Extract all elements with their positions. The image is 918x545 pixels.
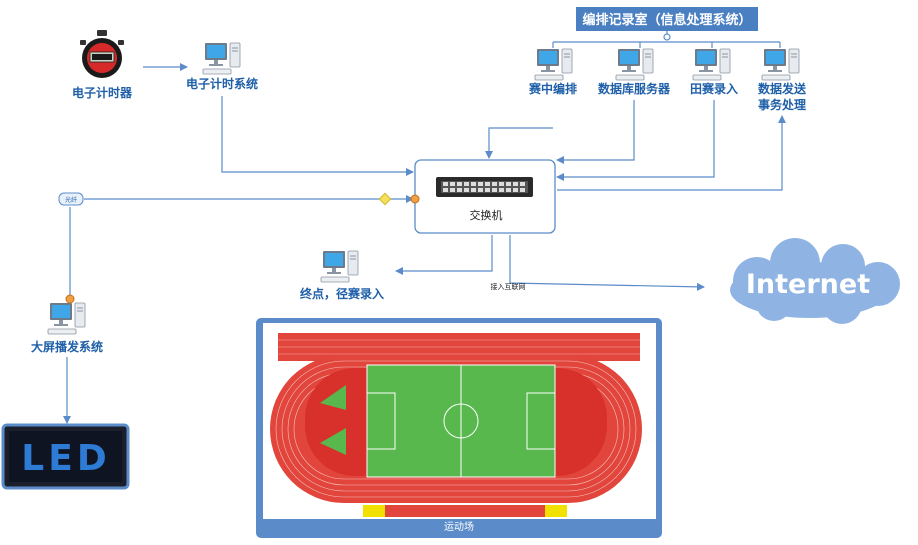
switch-to-datasend bbox=[557, 115, 786, 191]
cloud-icon bbox=[730, 238, 900, 324]
label-led: LED bbox=[21, 438, 110, 479]
label-timing-system: 电子计时系统 bbox=[186, 76, 258, 91]
label-display-system: 大屏播发系统 bbox=[31, 339, 103, 354]
computer-icon bbox=[615, 48, 654, 81]
label-fiber: 光纤 bbox=[65, 196, 77, 204]
label-field-entry: 田赛录入 bbox=[690, 81, 738, 96]
db-to-switch bbox=[556, 100, 635, 164]
label-stadium: 运动场 bbox=[444, 520, 474, 533]
arrange-to-switch bbox=[485, 127, 553, 159]
label-in-race-arrange: 赛中编排 bbox=[528, 81, 577, 96]
switch-to-internet bbox=[509, 235, 705, 291]
label-switch: 交换机 bbox=[470, 208, 503, 222]
connection-lines bbox=[63, 63, 786, 424]
label-stopwatch: 电子计时器 bbox=[72, 85, 133, 100]
fiber-junction bbox=[378, 192, 392, 206]
label-internet-access: 接入互联网 bbox=[491, 282, 526, 291]
system-to-switch bbox=[221, 96, 414, 176]
fiber-node bbox=[58, 192, 84, 206]
field-to-switch bbox=[556, 100, 715, 181]
title-text: 编排记录室（信息处理系统） bbox=[582, 12, 751, 28]
led-screen-icon bbox=[1, 423, 130, 490]
label-db-server: 数据库服务器 bbox=[598, 81, 671, 96]
display-port-dot bbox=[65, 294, 75, 304]
computer-icon bbox=[202, 42, 241, 75]
computer-icon bbox=[47, 302, 86, 335]
computer-icon bbox=[534, 48, 573, 81]
switch-to-finish bbox=[395, 235, 493, 275]
stopwatch-icon bbox=[80, 30, 124, 78]
computer-icon bbox=[320, 250, 359, 283]
stadium-image bbox=[256, 318, 662, 538]
label-data-send-2: 事务处理 bbox=[758, 97, 806, 112]
switch-icon bbox=[436, 177, 533, 197]
bracket-node bbox=[663, 33, 671, 41]
computer-icon bbox=[692, 48, 731, 81]
title-bar bbox=[576, 7, 758, 31]
label-finish-entry: 终点，径赛录入 bbox=[300, 286, 384, 301]
title-bracket bbox=[552, 31, 781, 48]
computer-icon bbox=[761, 48, 800, 81]
label-internet: Internet bbox=[746, 269, 870, 300]
label-data-send-1: 数据发送 bbox=[758, 81, 807, 96]
switch-port-dot bbox=[410, 194, 420, 204]
